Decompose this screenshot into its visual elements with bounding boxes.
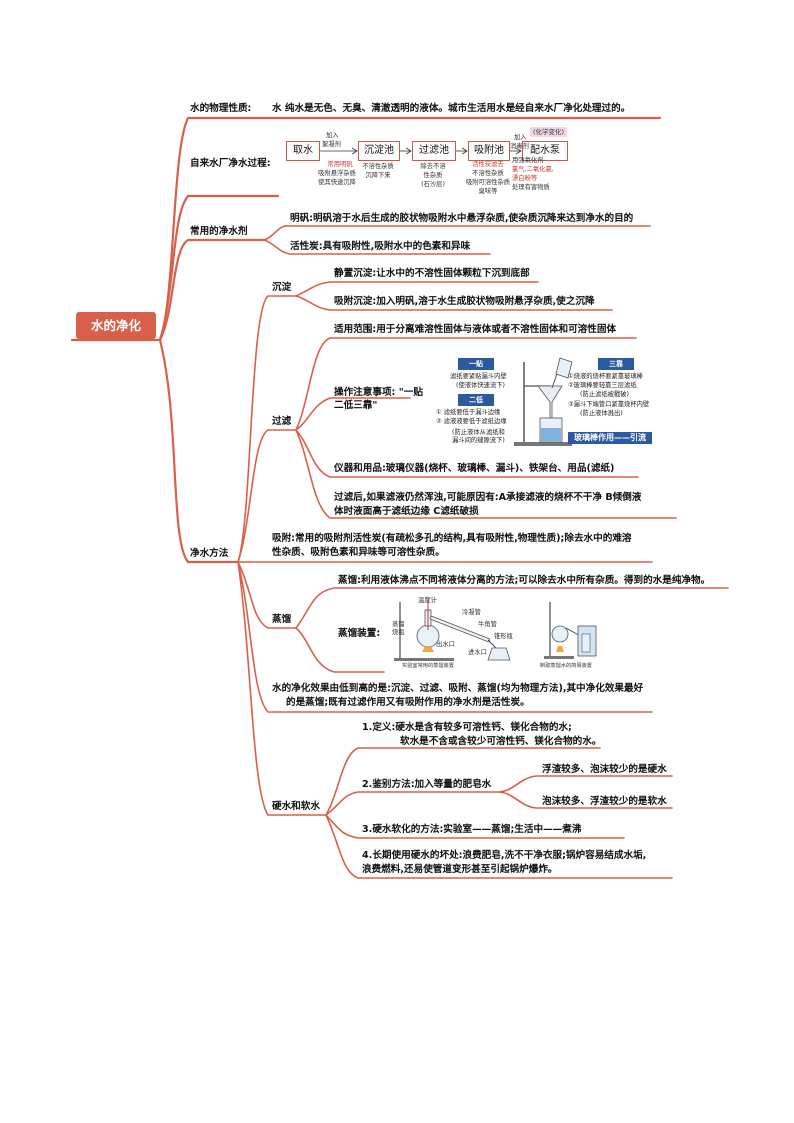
agent-carbon: 活性炭:具有吸附性,吸附水中的色素和异味 [290, 241, 471, 252]
fig-water-out: 出水口 [436, 641, 455, 648]
filter-ops-2: 二低三靠" [334, 400, 378, 411]
adsorb-note-2: 不溶性杂质 [472, 170, 504, 177]
fig-two-label: 二低 [458, 394, 494, 406]
hard-result: 浮渣较多、泡沫较少的是硬水 [542, 764, 667, 775]
filter-label: 过滤 [272, 416, 292, 427]
fig-three-3: (防止滤纸被戳破) [580, 391, 629, 398]
distill-device: 蒸馏装置: [338, 628, 381, 639]
fig-two-1: ① 滤纸要低于漏斗边缘 [436, 409, 501, 416]
distill-label: 蒸馏 [272, 614, 292, 625]
filter-turbid-1: 过滤后,如果滤液仍然浑浊,可能原因有:A承接滤液的烧杯不干净 B倾倒液 [334, 492, 642, 503]
hard-label: 硬水和软水 [272, 801, 320, 812]
caption-lab: 实验室常用的蒸馏装置 [402, 663, 454, 669]
sediment-adsorb: 吸附沉淀:加入明矾,溶于水生成胶状物吸附悬浮杂质,使之沉降 [334, 296, 595, 307]
plant-label: 自来水厂净水过程: [190, 158, 271, 169]
fig-water-in: 进水口 [468, 649, 487, 656]
effect-2: 的是蒸馏;既有过滤作用又有吸附作用的净水剂是活性炭。 [286, 697, 530, 708]
simple-distillation-icon [544, 602, 597, 659]
caption-simple: 制取蒸馏水的简易装置 [540, 663, 592, 669]
add-flocculant-1: 加入 [326, 132, 339, 139]
fig-three-1: ①烧液的烧杯要紧靠玻璃棒 [568, 373, 643, 380]
fig-flask-2: 烧瓶 [392, 629, 405, 636]
step-pump[interactable]: 配水泵 [522, 141, 568, 161]
alum-note-2: 吸附悬浮杂质 [318, 170, 356, 177]
filtration-figure: 一贴 滤纸要紧贴漏斗内壁 (使液体快速流下) 二低 ① 滤纸要低于漏斗边缘 ② … [418, 356, 656, 448]
fig-one-label: 一贴 [458, 358, 494, 370]
physical-label: 水的物理性质: [190, 103, 252, 114]
disinfect-note-3: 漂白粉等 [512, 175, 538, 182]
filter-scope: 适用范围:用于分离难溶性固体与液体或者不溶性固体和可溶性固体 [334, 324, 617, 335]
hard-harm-1: 4.长期使用硬水的坏处:浪费肥皂,洗不干净衣服;锅炉容易结成水垢, [362, 850, 647, 861]
fig-flask-1: 蒸馏 [392, 621, 405, 628]
fig-rod-label: 玻璃棒作用——引流 [568, 432, 652, 444]
filtration-apparatus-icon [514, 357, 573, 446]
hard-identify: 2.鉴别方法:加入等量的肥皂水 [362, 779, 492, 790]
filter-note-1: 除去不溶 [420, 163, 446, 170]
lab-distillation-icon [394, 600, 511, 661]
step-intake[interactable]: 取水 [286, 141, 320, 161]
hard-def-2: 软水是不含或含较少可溶性钙、镁化合物的水。 [400, 736, 602, 747]
effect-1: 水的净化效果由低到高的是:沉淀、过滤、吸附、蒸馏(均为物理方法),其中净化效果最… [272, 683, 644, 694]
distill-figure: 温度计 蒸馏 烧瓶 冷凝管 牛角管 锥形瓶 出水口 进水口 实验室常用的蒸馏装置… [392, 596, 604, 672]
filter-note-2: 性杂质 [423, 172, 443, 179]
fig-three-label: 三靠 [598, 358, 634, 370]
add-disinfect-2: 消毒剂 [510, 143, 529, 150]
fig-three-5: (防止液体溅出) [580, 410, 623, 417]
adsorption-1: 吸附:常用的吸附剂活性炭(有疏松多孔的结构,具有吸附性,物理性质);除去水中的难… [272, 533, 632, 544]
sediment-label: 沉淀 [272, 282, 292, 293]
alum-note-1: 常用明矾 [327, 161, 353, 168]
adsorb-note-3: 吸附可溶性杂质 [465, 179, 511, 186]
step-filter[interactable]: 过滤池 [412, 141, 456, 161]
hard-soften: 3.硬水软化的方法:实验室——蒸馏;生活中——煮沸 [362, 824, 582, 835]
fig-three-4: ③漏斗下端管口紧靠烧杯内壁 [568, 401, 650, 408]
agents-label: 常用的净水剂 [190, 226, 248, 237]
fig-thermometer: 温度计 [418, 597, 437, 604]
root-node[interactable]: 水的净化 [76, 312, 156, 339]
methods-label: 净水方法 [190, 548, 229, 559]
filter-tools: 仪器和用品:玻璃仪器(烧杯、玻璃棒、漏斗)、铁架台、用品(滤纸) [334, 463, 615, 474]
fig-one-1: 滤纸要紧贴漏斗内壁 [450, 373, 507, 380]
soft-result: 泡沫较多、浮渣较少的是软水 [542, 796, 667, 807]
add-disinfect-1: 加入 [514, 134, 527, 141]
filter-note-3: (石沙层) [421, 181, 445, 188]
fig-two-3: (防止液体从滤纸和 [452, 429, 505, 436]
disinfect-note-2: 氯气,二氧化氯, [512, 166, 554, 173]
add-flocculant-2: 絮凝剂 [322, 141, 341, 148]
sediment-static: 静置沉淀:让水中的不溶性固体颗粒下沉到底部 [334, 268, 530, 279]
step-adsorb[interactable]: 吸附池 [468, 141, 510, 161]
agent-alum: 明矾:明矾溶于水后生成的胶状物吸附水中悬浮杂质,使杂质沉降来达到净水的目的 [290, 213, 634, 224]
settle-note-2: 沉降下来 [365, 172, 391, 179]
fig-three-2: ②玻璃棒要轻靠三层滤纸 [568, 382, 637, 389]
adsorb-note-4: 臭味等 [478, 188, 498, 195]
disinfect-note-1: 用强氧化剂 [512, 157, 544, 164]
hard-def-1: 1.定义:硬水是含有较多可溶性钙、镁化合物的水; [362, 722, 572, 733]
distill-def: 蒸馏:利用液体沸点不同将液体分离的方法;可以除去水中所有杂质。得到的水是纯净物。 [338, 575, 711, 586]
physical-text: 水 纯水是无色、无臭、清澈透明的液体。城市生活用水是经自来水厂净化处理过的。 [272, 103, 631, 114]
chemical-change-tag: (化学变化) [530, 127, 568, 137]
hard-harm-2: 浪费燃料,还易使管道变形甚至引起锅炉爆炸。 [362, 864, 558, 875]
fig-condenser: 冷凝管 [462, 609, 481, 616]
fig-adapter: 牛角管 [478, 621, 497, 628]
fig-two-4: 漏斗间的缝隙流下) [452, 437, 505, 444]
filter-ops-1: 操作注意事项: "一贴 [334, 387, 423, 398]
fig-two-2: ② 滤液液要低于滤纸边缘 [436, 418, 507, 425]
filter-turbid-2: 体时液面高于滤纸边缘 C滤纸破损 [334, 506, 479, 517]
adsorption-2: 性杂质、吸附色素和异味等可溶性杂质。 [272, 547, 445, 558]
fig-conical: 锥形瓶 [494, 633, 513, 640]
settle-note-1: 不溶性杂质 [362, 163, 394, 170]
disinfect-note-4: 处理有害物质 [512, 184, 550, 191]
alum-note-3: 使其快速沉降 [318, 179, 356, 186]
step-settling[interactable]: 沉淀池 [358, 141, 400, 161]
adsorb-note-1: 活性炭滤去 [472, 161, 504, 168]
fig-one-2: (使液体快速流下) [456, 382, 505, 389]
